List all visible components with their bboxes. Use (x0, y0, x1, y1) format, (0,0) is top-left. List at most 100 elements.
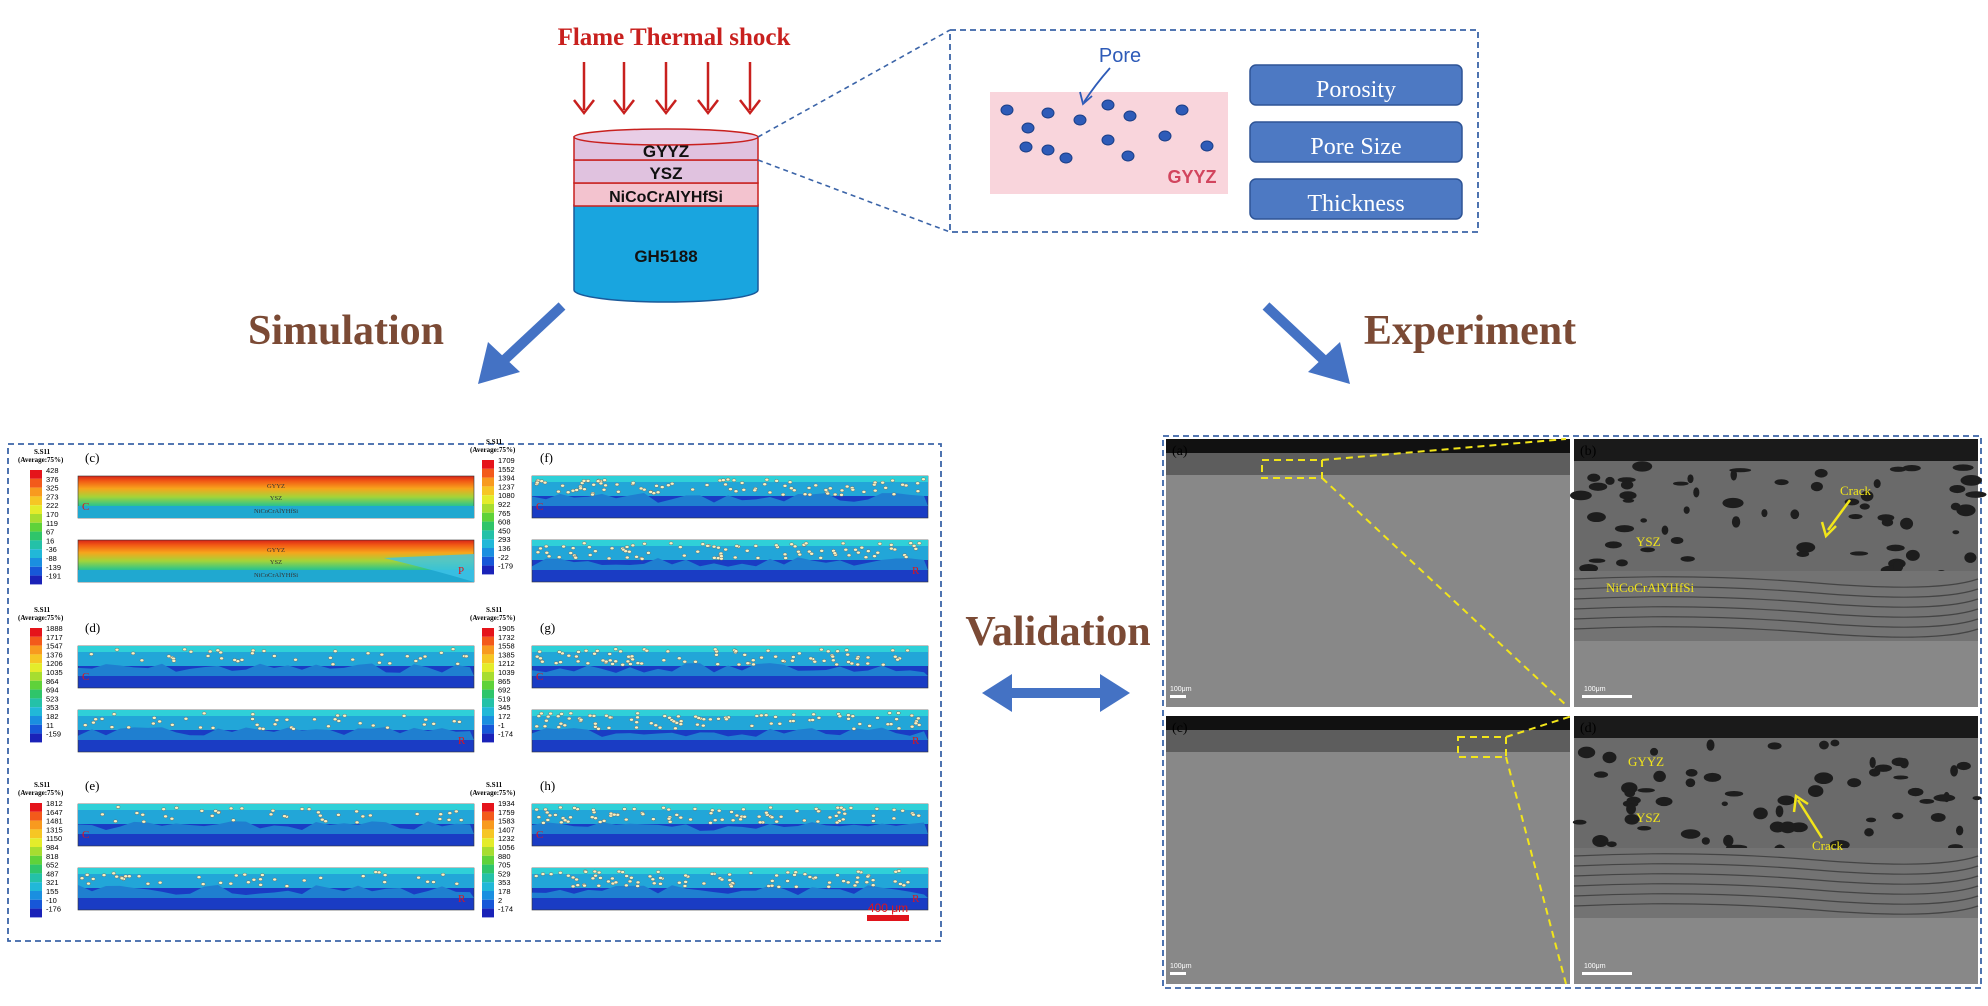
pore-dot (574, 654, 579, 659)
pore-dot (891, 492, 897, 496)
pore-dot (136, 874, 142, 878)
pore-dot (701, 717, 707, 721)
interface-zone (532, 663, 928, 676)
pore-dot (270, 808, 276, 813)
legend-value: 1056 (498, 843, 515, 852)
pore-dot (414, 812, 420, 816)
legend-value: 1717 (46, 633, 63, 642)
pore-dot (174, 806, 179, 810)
scale-label: 100μm (1170, 963, 1192, 970)
pore-dot (613, 880, 619, 885)
legend-swatch (30, 672, 42, 681)
pore-dot (831, 658, 836, 662)
pore-dot (548, 872, 554, 876)
gyyz-schematic-label: GYYZ (1167, 167, 1216, 187)
contour-case-d: S.S11(Average:75%)1888171715471376120610… (18, 606, 475, 753)
legend-value: 818 (46, 852, 59, 861)
pore-dot (139, 658, 145, 663)
coating-band (1166, 453, 1570, 475)
pore-parameter-box: Pore GYYZ Porosity Pore Size Thickness (949, 29, 1479, 233)
case-mark: C (536, 671, 543, 683)
pore-dot (644, 649, 649, 653)
pore-dot (769, 815, 775, 819)
pore-dot (667, 820, 673, 824)
legend-swatch (30, 847, 42, 856)
surface-zone (78, 804, 474, 810)
pore-dot (719, 877, 725, 882)
pore-dot (843, 547, 848, 552)
legend-value: -36 (46, 545, 57, 554)
pore-dot (850, 488, 856, 492)
flame-thermal-shock-title: Flame Thermal shock (558, 24, 791, 51)
pore-dot (540, 872, 546, 876)
interface-zone (78, 885, 474, 898)
legend-value: -174 (498, 905, 513, 914)
pore-dot (635, 880, 641, 885)
legend-swatch (482, 548, 494, 557)
pore-dot (877, 542, 883, 546)
pore (1950, 765, 1958, 777)
legend-value: 450 (498, 526, 511, 535)
pore-dot (536, 815, 542, 819)
pore-dot (382, 880, 387, 884)
legend-swatch (482, 654, 494, 664)
pore-dot (854, 880, 860, 884)
pore-dot (755, 556, 761, 560)
pore-dot (857, 722, 863, 726)
pore-dot (183, 717, 189, 721)
pore-dot (848, 806, 854, 810)
legend-swatch (482, 855, 494, 865)
pore (1731, 516, 1741, 528)
contour-strip: C (531, 475, 929, 519)
pore-dot (601, 819, 607, 823)
legend-subtitle: (Average:75%) (18, 456, 64, 464)
pore-dot (872, 480, 878, 485)
case-mark: R (458, 735, 466, 747)
pore-dot (284, 718, 290, 722)
simulation-panel-frame (7, 443, 942, 942)
pore-size-box (1249, 121, 1463, 163)
pore-dot (618, 649, 623, 654)
pore-dot (272, 654, 277, 658)
pore (1680, 829, 1701, 839)
legend-swatch (482, 882, 494, 891)
legend-swatch (30, 864, 42, 874)
pore-dot (567, 716, 572, 721)
mount-resin (1574, 716, 1978, 738)
pore-dot (635, 715, 640, 720)
pore-dot (846, 660, 851, 664)
legend-swatch (30, 891, 42, 900)
legend-subtitle: (Average:75%) (470, 614, 516, 622)
pore-dot (725, 477, 731, 482)
pore-dot (846, 717, 851, 721)
legend-value: -191 (46, 572, 61, 581)
case-mark: P (458, 565, 464, 577)
legend-swatch (482, 803, 494, 812)
pore-dot (840, 541, 846, 546)
pore-dot (905, 880, 911, 884)
pore-dot (438, 812, 443, 816)
pore (1902, 464, 1921, 472)
pore-dot (777, 722, 783, 726)
pore-dot (91, 720, 96, 725)
legend-value: 1407 (498, 825, 515, 834)
pore (1892, 812, 1904, 820)
pore-dot (239, 806, 245, 811)
pore-dot (588, 553, 593, 557)
pore-dot (911, 544, 917, 548)
pore-dot (802, 872, 808, 876)
pore-size-label: Pore Size (1310, 134, 1401, 160)
pore-dot (813, 483, 818, 488)
pore-dot (219, 656, 224, 661)
legend-swatch (482, 838, 494, 847)
pore-dot (425, 880, 430, 884)
legend-swatch (482, 663, 494, 672)
pore (1614, 525, 1635, 533)
pore-dot (239, 658, 245, 662)
pore-dot (909, 724, 915, 729)
pore-dot (570, 875, 576, 880)
legend-value: -139 (46, 563, 61, 572)
pore-dot (738, 817, 743, 822)
pore-dot (660, 485, 665, 489)
pore-dot (422, 654, 428, 659)
